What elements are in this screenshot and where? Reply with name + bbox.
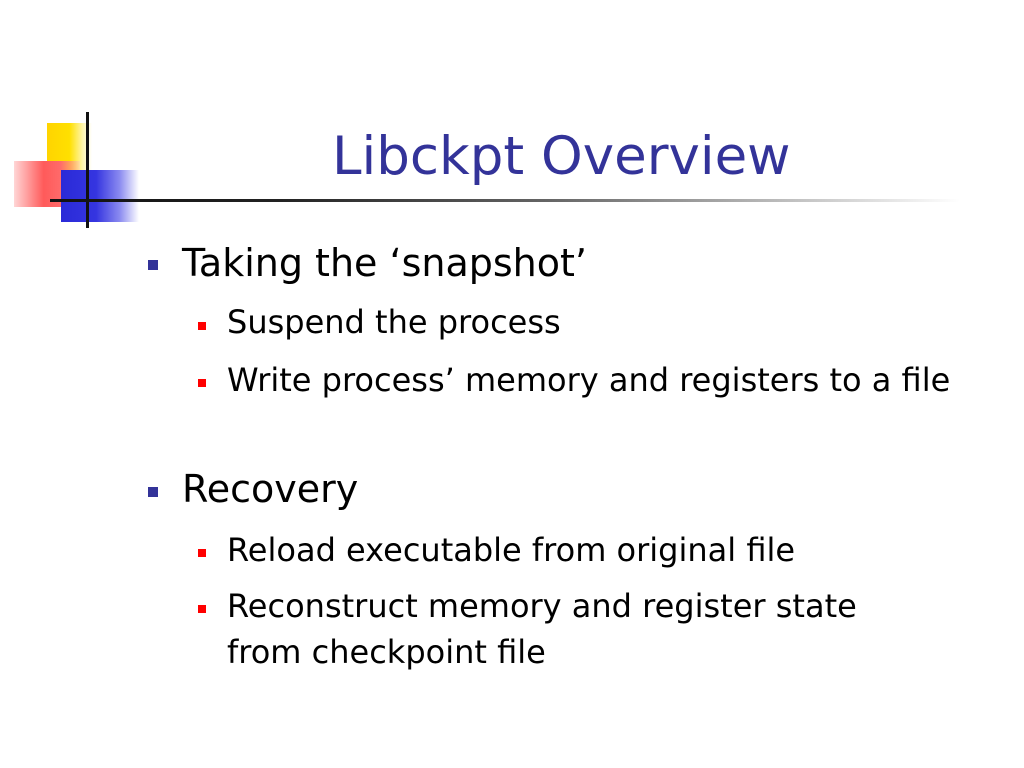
logo-blue-square [61,170,139,222]
logo-vertical-line [86,112,89,228]
title-underline-rule [50,199,960,202]
level2-bullet-icon [198,549,206,557]
sub-bullet-write-memory: Write process’ memory and registers to a… [227,361,951,399]
level1-bullet-icon [148,487,158,497]
sub-bullet-reconstruct: Reconstruct memory and register state fr… [227,587,857,671]
corner-logo-graphic [0,0,160,240]
level1-bullet-icon [148,260,158,270]
sub-bullet-reload: Reload executable from original file [227,531,796,569]
bullet-snapshot: Taking the ‘snapshot’ [182,241,587,285]
slide-title: Libckpt Overview [332,126,791,187]
bullet-recovery: Recovery [182,467,359,511]
sub-bullet-suspend: Suspend the process [227,303,561,341]
level2-bullet-icon [198,379,206,387]
level2-bullet-icon [198,605,206,613]
level2-bullet-icon [198,322,206,330]
